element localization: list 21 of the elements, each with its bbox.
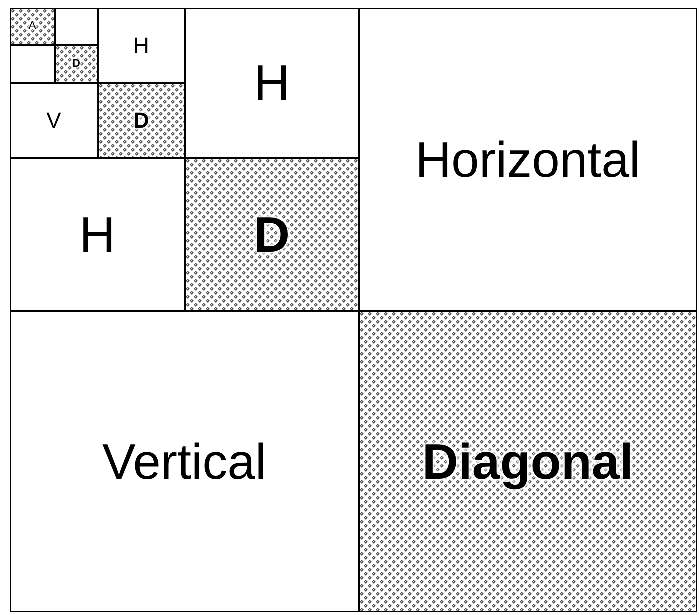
subband-box [185,8,359,158]
hatched-subband-box [98,83,185,158]
subband-label: H [254,58,290,108]
subband-label: A [28,21,36,32]
subband-label: D [72,58,80,70]
subband-label: Vertical [102,436,266,486]
hatched-subband-box [359,311,697,612]
subband-label: H [79,210,116,260]
subband-label: V [46,110,62,132]
subband-box [10,311,359,612]
hatched-subband-box [10,8,55,45]
subband-box [359,8,697,311]
subband-box [10,83,98,158]
subband-box [10,158,185,311]
hatched-subband-box [185,158,359,311]
subband-box [55,8,98,45]
subband-box [98,8,185,83]
subband-label: H [134,34,150,56]
hatched-subband-box [55,45,98,83]
subband-box [10,45,55,83]
subband-label: Horizontal [415,134,641,184]
